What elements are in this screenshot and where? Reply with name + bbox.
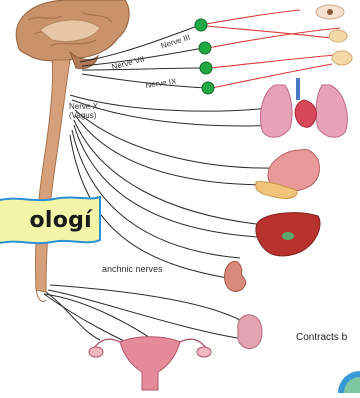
salivary-gland-icon bbox=[329, 30, 352, 65]
corner-badge-icon bbox=[338, 371, 360, 393]
contracts-label: Contracts b bbox=[296, 333, 347, 343]
ganglion-icon bbox=[195, 19, 207, 31]
splanchnic-nerves-label: anchnic nerves bbox=[102, 265, 163, 274]
brain-icon bbox=[16, 0, 129, 69]
title-banner: ologí bbox=[0, 193, 102, 248]
uterus-icon bbox=[89, 337, 211, 390]
kidney-icon bbox=[225, 261, 246, 291]
nerve-x-label: Nerve X bbox=[69, 103, 98, 111]
heart-lungs-icon bbox=[261, 78, 348, 137]
ganglion-icon bbox=[202, 82, 214, 94]
ganglion-icon bbox=[199, 42, 211, 54]
postganglionic-nerves bbox=[206, 10, 340, 88]
parasympathetic-nerves bbox=[44, 25, 280, 350]
vagus-label: (Vagus) bbox=[69, 112, 96, 120]
spinal-cord-icon bbox=[35, 60, 70, 302]
eye-icon bbox=[316, 5, 344, 19]
banner-text: ologí bbox=[29, 208, 92, 233]
ganglion-icon bbox=[200, 62, 212, 74]
bladder-icon bbox=[238, 315, 262, 349]
liver-icon bbox=[256, 213, 320, 256]
